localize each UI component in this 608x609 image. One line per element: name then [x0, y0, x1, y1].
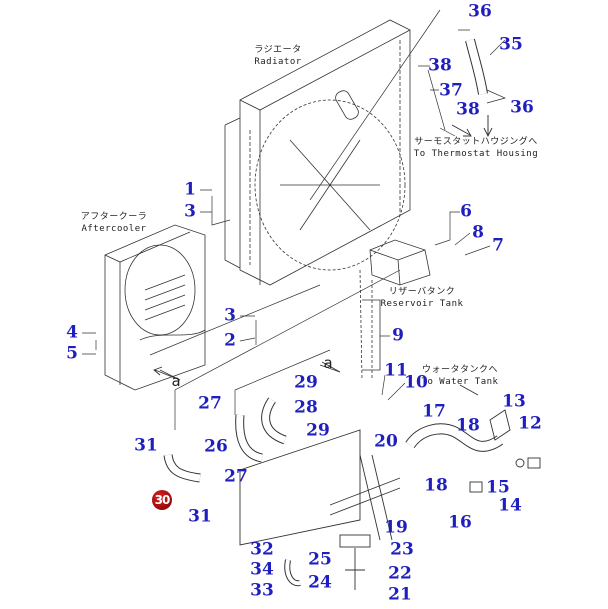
part-callout[interactable]: 25 — [308, 549, 332, 570]
part-callout[interactable]: 26 — [204, 436, 228, 457]
part-callout[interactable]: 36 — [468, 1, 492, 22]
part-callout[interactable]: 31 — [134, 435, 158, 456]
part-callout[interactable]: 11 — [384, 360, 408, 381]
part-callout[interactable]: 1 — [184, 179, 196, 200]
leader-lines — [82, 9, 507, 430]
part-callout[interactable]: 33 — [250, 580, 274, 601]
view-marker-a: a — [323, 354, 333, 372]
part-callout[interactable]: 20 — [374, 431, 398, 452]
part-callout[interactable]: 21 — [388, 584, 412, 605]
thermostat-caption: サーモスタットハウジングへ To Thermostat Housing — [414, 136, 538, 160]
part-callout[interactable]: 3 — [184, 201, 196, 222]
view-marker-a: a — [171, 372, 181, 390]
radiator-drawing — [224, 19, 411, 286]
part-callout[interactable]: 38 — [428, 55, 452, 76]
hoses-drawing — [163, 38, 541, 590]
aftercooler-caption-en: Aftercooler — [81, 224, 147, 234]
thermostat-caption-en: To Thermostat Housing — [413, 149, 539, 159]
reservoir-caption-en: Reservoir Tank — [380, 299, 464, 309]
part-callout[interactable]: 36 — [510, 97, 534, 118]
part-callout[interactable]: 13 — [502, 391, 526, 412]
thermostat-caption-jp: サーモスタットハウジングへ — [414, 137, 538, 147]
part-callout[interactable]: 29 — [306, 420, 330, 441]
part-callout[interactable]: 8 — [472, 222, 484, 243]
radiator-caption-jp: ラジエータ — [254, 45, 302, 55]
part-callout[interactable]: 7 — [492, 235, 504, 256]
part-callout[interactable]: 38 — [456, 99, 480, 120]
highlighted-part-30[interactable]: 30 — [152, 490, 172, 510]
part-callout[interactable]: 22 — [388, 563, 412, 584]
part-callout[interactable]: 29 — [294, 372, 318, 393]
part-callout[interactable]: 35 — [499, 34, 523, 55]
part-callout[interactable]: 32 — [250, 539, 274, 560]
water-tank-caption: ウォータタンクへ To Water Tank — [422, 364, 499, 388]
flow-arrows — [153, 115, 493, 396]
part-callout[interactable]: 4 — [66, 322, 78, 343]
part-callout[interactable]: 31 — [188, 506, 212, 527]
part-callout[interactable]: 27 — [224, 466, 248, 487]
water-tank-caption-jp: ウォータタンクへ — [421, 365, 499, 375]
part-callout[interactable]: 27 — [198, 393, 222, 414]
water-tank-caption-en: To Water Tank — [421, 377, 499, 387]
part-callout[interactable]: 24 — [308, 572, 332, 593]
part-callout[interactable]: 2 — [224, 330, 236, 351]
part-callout[interactable]: 37 — [439, 80, 463, 101]
part-callout[interactable]: 12 — [518, 413, 542, 434]
part-callout[interactable]: 19 — [384, 517, 408, 538]
reservoir-caption: リザーバタンク Reservoir Tank — [381, 286, 464, 310]
part-callout[interactable]: 14 — [498, 495, 522, 516]
aftercooler-drawing — [104, 224, 206, 391]
reservoir-tank-drawing — [359, 239, 431, 381]
part-callout[interactable]: 18 — [456, 415, 480, 436]
part-callout[interactable]: 3 — [224, 305, 236, 326]
part-callout[interactable]: 17 — [422, 401, 446, 422]
aftercooler-caption: アフタークーラ Aftercooler — [81, 211, 148, 235]
part-callout[interactable]: 10 — [404, 372, 428, 393]
reservoir-caption-jp: リザーバタンク — [388, 287, 456, 297]
part-callout[interactable]: 15 — [486, 477, 510, 498]
part-callout[interactable]: 28 — [294, 397, 318, 418]
part-callout[interactable]: 16 — [448, 512, 472, 533]
part-callout[interactable]: 5 — [66, 343, 78, 364]
radiator-caption-en: Radiator — [254, 57, 302, 67]
aftercooler-caption-jp: アフタークーラ — [80, 212, 148, 222]
part-callout[interactable]: 6 — [460, 201, 472, 222]
part-callout[interactable]: 34 — [250, 559, 274, 580]
part-callout[interactable]: 9 — [392, 325, 404, 346]
part-callout[interactable]: 23 — [390, 539, 414, 560]
part-callout[interactable]: 18 — [424, 475, 448, 496]
radiator-caption: ラジエータ Radiator — [254, 44, 301, 68]
